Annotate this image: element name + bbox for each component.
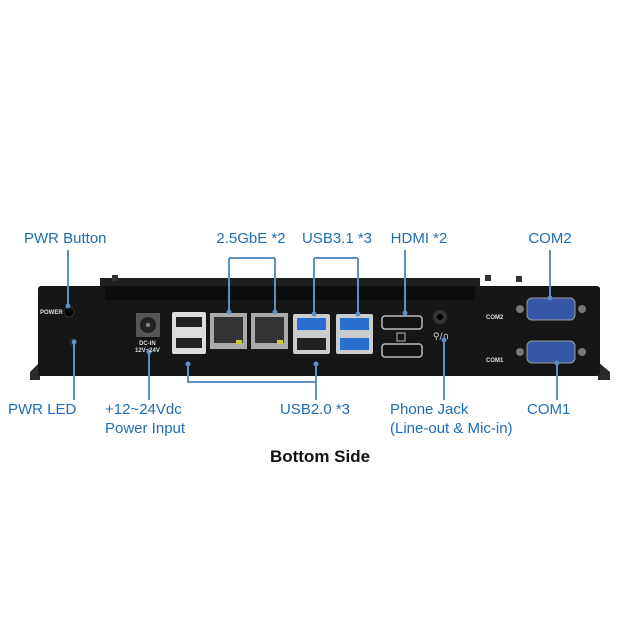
callout-2-5gbe: 2.5GbE *2 — [216, 230, 286, 247]
power-input-line1: +12~24Vdc — [105, 401, 182, 418]
caption: Bottom Side — [269, 447, 371, 466]
dc-in-line1: DC-IN — [139, 341, 156, 347]
phone-jack-line2: (Line-out & Mic-in) — [390, 420, 513, 437]
com2-silk-label: COM2 — [486, 315, 504, 321]
dc-in-line2: 12V~24V — [135, 348, 160, 354]
callout-phone-jack: Phone Jack (Line-out & Mic-in) — [390, 400, 513, 438]
callout-pwr-led: PWR LED — [8, 401, 77, 418]
phone-jack-line1: Phone Jack — [390, 401, 469, 418]
callout-hdmi: HDMI *2 — [390, 230, 448, 247]
callout-usb31: USB3.1 *3 — [301, 230, 373, 247]
com1-silk-label: COM1 — [486, 358, 504, 364]
callout-lines — [67, 250, 558, 400]
power-input-line2: Power Input — [105, 420, 186, 437]
power-silk-label: POWER — [40, 310, 63, 316]
svg-text:⚲/∩: ⚲/∩ — [433, 332, 449, 342]
callout-pwr-button: PWR Button — [24, 230, 107, 247]
callout-com1: COM1 — [527, 401, 571, 418]
callout-com2: COM2 — [528, 230, 572, 247]
callout-usb20: USB2.0 *3 — [279, 401, 351, 418]
